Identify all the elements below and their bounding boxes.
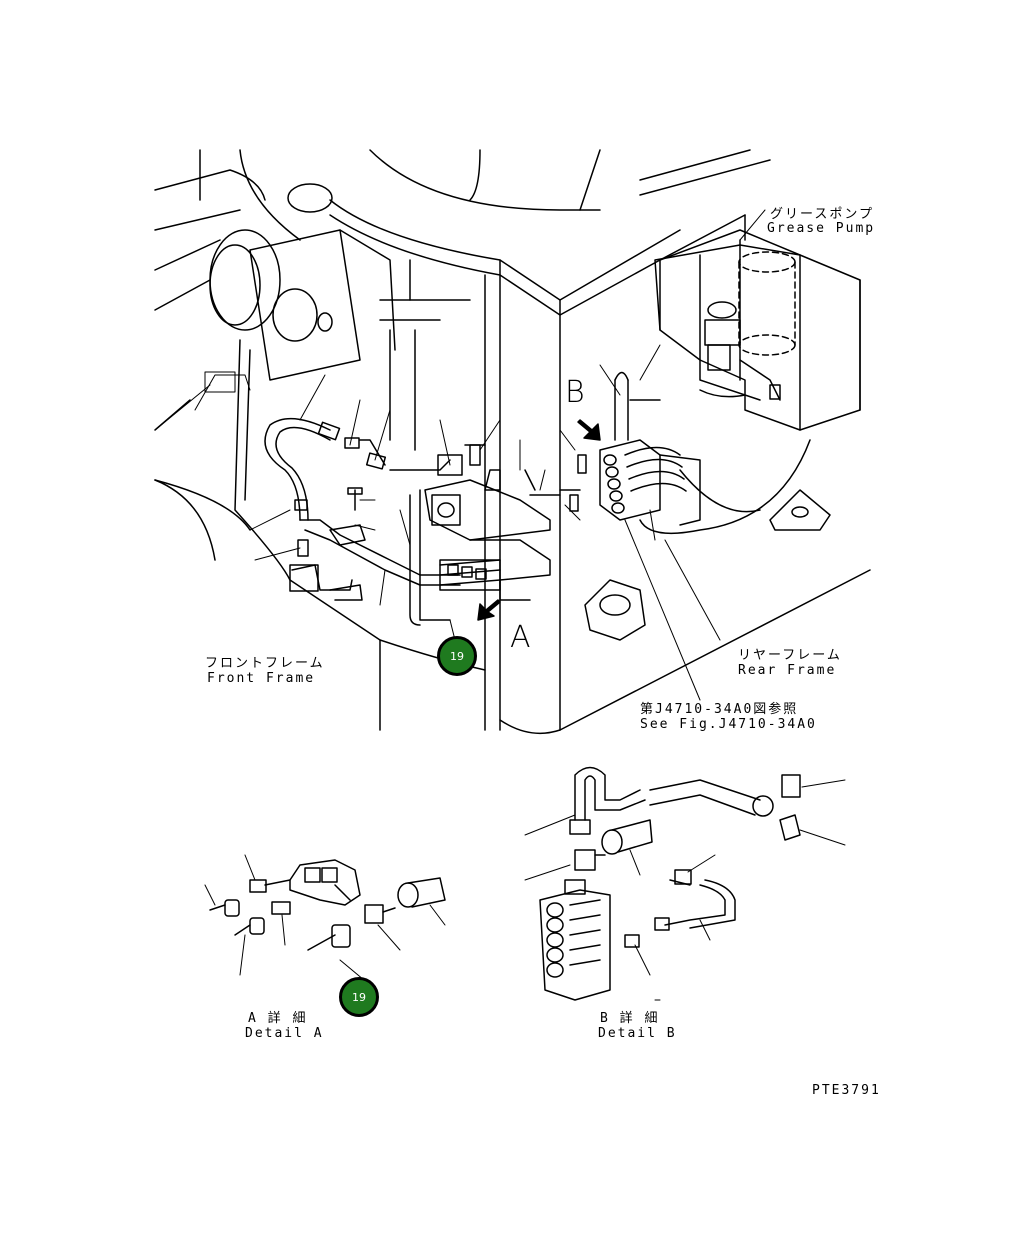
detail-a-title-en: Detail A bbox=[245, 1026, 324, 1041]
hose-lines-front bbox=[264, 417, 486, 601]
leader-lines-detail-b bbox=[524, 779, 846, 1001]
view-a-marker: A bbox=[510, 620, 531, 655]
figure-code: PTE3791 bbox=[812, 1083, 881, 1098]
mount-bracket-lower bbox=[584, 579, 646, 641]
distributor-front bbox=[409, 469, 561, 626]
front-frame-body bbox=[154, 149, 486, 731]
rear-frame-body bbox=[329, 149, 871, 735]
see-fig-label-en: See Fig.J4710-34A0 bbox=[640, 717, 817, 732]
detail-b-drawing bbox=[539, 766, 801, 1001]
grease-pump bbox=[654, 229, 861, 431]
grease-pump-label-en: Grease Pump bbox=[767, 221, 876, 236]
detail-a-title-jp: A 詳 細 bbox=[248, 1011, 308, 1026]
rear-frame-label-en: Rear Frame bbox=[738, 663, 837, 678]
grease-pump-label-jp: グリースポンプ bbox=[770, 207, 874, 222]
rear-frame-label-jp: リヤーフレーム bbox=[738, 648, 842, 663]
front-frame-label-jp: フロントフレーム bbox=[205, 656, 325, 671]
leader-lines-detail-a bbox=[204, 854, 446, 986]
leader-lines-upper bbox=[154, 209, 766, 701]
detail-a-drawing bbox=[209, 859, 446, 951]
distributor-rear bbox=[559, 371, 811, 535]
detail-b-title-jp: B 詳 細 bbox=[600, 1011, 660, 1026]
part-callout-19-upper[interactable]: 19 bbox=[437, 636, 477, 676]
arrow-view-b bbox=[577, 419, 601, 441]
view-b-marker: B bbox=[565, 375, 585, 410]
detail-b-title-en: Detail B bbox=[598, 1026, 677, 1041]
arrow-view-a bbox=[477, 599, 501, 621]
mount-bracket bbox=[769, 489, 831, 531]
front-frame-label-en: Front Frame bbox=[207, 671, 316, 686]
part-callout-19-detail-a[interactable]: 19 bbox=[339, 977, 379, 1017]
see-fig-label-jp: 第J4710-34A0図参照 bbox=[640, 702, 799, 717]
